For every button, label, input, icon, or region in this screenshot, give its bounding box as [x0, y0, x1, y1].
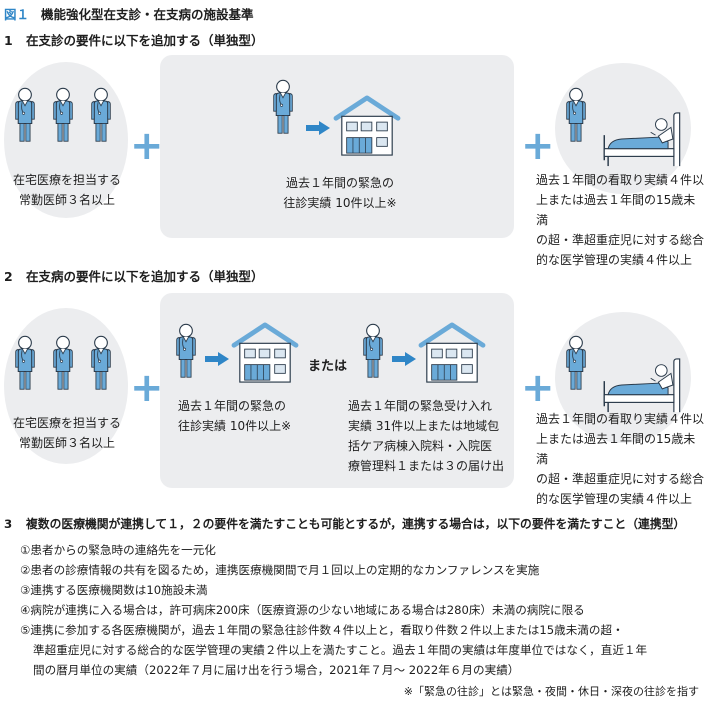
- clinic-building-icon: [230, 322, 300, 384]
- section2-req3: 過去１年間の看取り実績４件以 上または過去１年間の15歳未満 の超・準超重症児に…: [536, 412, 705, 506]
- section1-req1: 在宅医療を担当する 常勤医師３名以上: [12, 173, 121, 207]
- arrow-right-icon: [392, 352, 416, 366]
- list-item-continued: 準超重症児に対する総合的な医学管理の実績２件以上を満たすこと。過去１年間の実績は…: [33, 643, 648, 657]
- section1-req3: 過去１年間の看取り実績４件以 上または過去１年間の15歳未満 の超・準超重症児に…: [536, 173, 705, 267]
- doctor-icon: [14, 334, 36, 392]
- arrow-right-icon: [205, 352, 229, 366]
- patient-bed-icon: [600, 110, 682, 168]
- figure-title: 図１ 機能強化型在支診・在支病の施設基準: [4, 4, 254, 22]
- section2-req1: 在宅医療を担当する 常勤医師３名以上: [12, 416, 121, 450]
- list-item: ②患者の診療情報の共有を図るため，連携医療機関間で月１回以上の定期的なカンファレ…: [20, 563, 540, 577]
- section1-panel: [160, 55, 514, 238]
- list-item: ⑤連携に参加する各医療機関が，過去１年間の緊急往診件数４件以上と，看取り件数２件…: [20, 623, 624, 637]
- figure-label: 図１: [4, 6, 30, 22]
- doctor-icon: [90, 334, 112, 392]
- figure-title-text: 機能強化型在支診・在支病の施設基準: [41, 6, 254, 22]
- plus-icon: +: [521, 123, 555, 169]
- clinic-building-icon: [332, 95, 402, 157]
- list-item: ④病院が連携に入る場合は，許可病床200床（医療資源の少ない地域にある場合は28…: [20, 603, 585, 617]
- plus-icon: +: [130, 123, 164, 169]
- list-item: ①患者からの緊急時の連絡先を一元化: [20, 543, 216, 557]
- doctor-icon: [272, 78, 294, 136]
- doctor-icon: [565, 334, 587, 392]
- patient-bed-icon: [600, 356, 682, 414]
- list-item: ③連携する医療機関数は10施設未満: [20, 583, 208, 597]
- section3-list: ①患者からの緊急時の連絡先を一元化 ②患者の診療情報の共有を図るため，連携医療機…: [20, 540, 704, 680]
- doctor-icon: [52, 334, 74, 392]
- section2-req2a: 過去１年間の緊急の 往診実績 10件以上※: [178, 399, 292, 433]
- doctor-icon: [175, 322, 197, 380]
- doctor-icon: [565, 86, 587, 144]
- doctor-icon: [362, 322, 384, 380]
- plus-icon: +: [130, 365, 164, 411]
- arrow-right-icon: [306, 121, 330, 135]
- doctor-icon: [52, 86, 74, 144]
- clinic-building-icon: [417, 322, 487, 384]
- section2-req2b: 過去１年間の緊急受け入れ 実績 31件以上または地域包 括ケア病棟入院料・入院医…: [348, 399, 505, 473]
- or-label: または: [308, 359, 348, 374]
- plus-icon: +: [521, 365, 555, 411]
- footnote: ※「緊急の往診」とは緊急・夜間・休日・深夜の往診を指す: [403, 685, 699, 698]
- doctor-icon: [14, 86, 36, 144]
- section1-req2: 過去１年間の緊急の 往診実績 10件以上※: [283, 176, 397, 210]
- list-item-continued: 間の暦月単位の実績（2022年７月に届け出を行う場合，2021年７月〜 2022…: [33, 663, 520, 677]
- doctor-icon: [90, 86, 112, 144]
